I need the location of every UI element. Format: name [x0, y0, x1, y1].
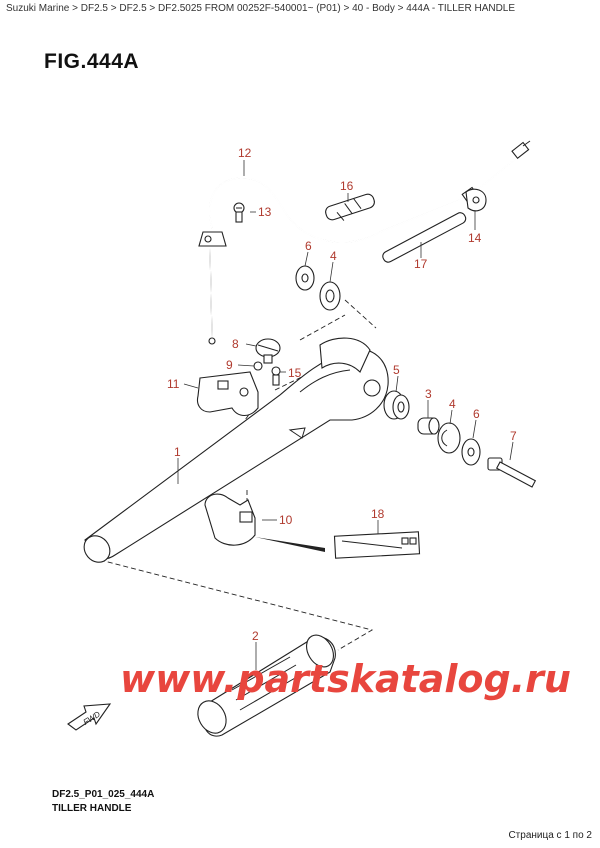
callout-12[interactable]: 12 — [238, 146, 252, 160]
watermark: www.partskatalog.ru — [120, 657, 571, 701]
knob-8[interactable] — [255, 338, 281, 364]
pager: Страница с 1 по 2 — [508, 830, 592, 841]
washer-6-lower[interactable] — [461, 438, 481, 466]
callout-4-upper[interactable]: 4 — [330, 249, 337, 263]
clamp-14[interactable] — [465, 188, 487, 212]
cable-guide-11[interactable] — [196, 371, 259, 417]
figure-code: DF2.5_P01_025_444A — [52, 789, 155, 800]
callout-6-upper[interactable]: 6 — [305, 239, 312, 253]
figure-title: FIG.444A — [44, 50, 140, 73]
callout-17[interactable]: 17 — [414, 257, 428, 271]
breadcrumb-item-serial[interactable]: DF2.5025 FROM 00252F-540001~ (P01) — [158, 3, 341, 14]
breadcrumb-item-df25-model[interactable]: DF2.5 — [119, 3, 147, 14]
callout-14[interactable]: 14 — [468, 231, 482, 245]
callout-6-lower[interactable]: 6 — [473, 407, 480, 421]
grip-2[interactable] — [192, 630, 339, 738]
grip-rubber-16[interactable] — [324, 193, 376, 222]
callout-11[interactable]: 11 — [167, 377, 180, 391]
breadcrumb-separator: > — [110, 3, 117, 14]
bolt-7[interactable] — [487, 457, 537, 488]
nut-9[interactable] — [253, 361, 263, 371]
fwd-arrow-icon: FWD — [67, 703, 112, 731]
bushing-4-lower[interactable] — [437, 422, 461, 454]
breadcrumb-item-body[interactable]: 40 - Body — [352, 3, 395, 14]
washer-6-upper[interactable] — [295, 265, 315, 291]
clamp-10[interactable] — [204, 493, 256, 546]
bushing-5[interactable] — [383, 390, 410, 420]
breadcrumb-item-df25[interactable]: DF2.5 — [80, 3, 108, 14]
callout-8[interactable]: 8 — [232, 337, 239, 351]
label-18[interactable] — [255, 531, 421, 559]
screw-13[interactable] — [233, 202, 245, 223]
breadcrumb-item-suzuki-marine[interactable]: Suzuki Marine — [6, 3, 70, 14]
callout-9[interactable]: 9 — [226, 358, 233, 372]
screw-15[interactable] — [271, 366, 281, 386]
callout-4-lower[interactable]: 4 — [449, 397, 456, 411]
bushing-4-upper[interactable] — [319, 281, 341, 311]
callout-18[interactable]: 18 — [371, 507, 385, 521]
callout-10[interactable]: 10 — [279, 513, 293, 527]
breadcrumb-separator: > — [397, 3, 404, 14]
callout-16[interactable]: 16 — [340, 179, 354, 193]
tube-17[interactable] — [381, 211, 467, 264]
callout-7[interactable]: 7 — [510, 429, 517, 443]
breadcrumb: Suzuki Marine > DF2.5 > DF2.5 > DF2.5025… — [6, 3, 515, 14]
callout-3[interactable]: 3 — [425, 387, 432, 401]
callout-2[interactable]: 2 — [252, 629, 259, 643]
figure-caption: TILLER HANDLE — [52, 803, 132, 814]
callout-15[interactable]: 15 — [288, 366, 302, 380]
breadcrumb-separator: > — [149, 3, 156, 14]
breadcrumb-separator: > — [343, 3, 350, 14]
breadcrumb-item-current: 444A - TILLER HANDLE — [406, 3, 516, 14]
breadcrumb-separator: > — [72, 3, 78, 14]
callout-5[interactable]: 5 — [393, 363, 400, 377]
callout-13[interactable]: 13 — [258, 205, 272, 219]
tiller-handle-body[interactable] — [79, 337, 389, 567]
collar-3[interactable] — [417, 417, 440, 435]
callout-1[interactable]: 1 — [174, 445, 181, 459]
